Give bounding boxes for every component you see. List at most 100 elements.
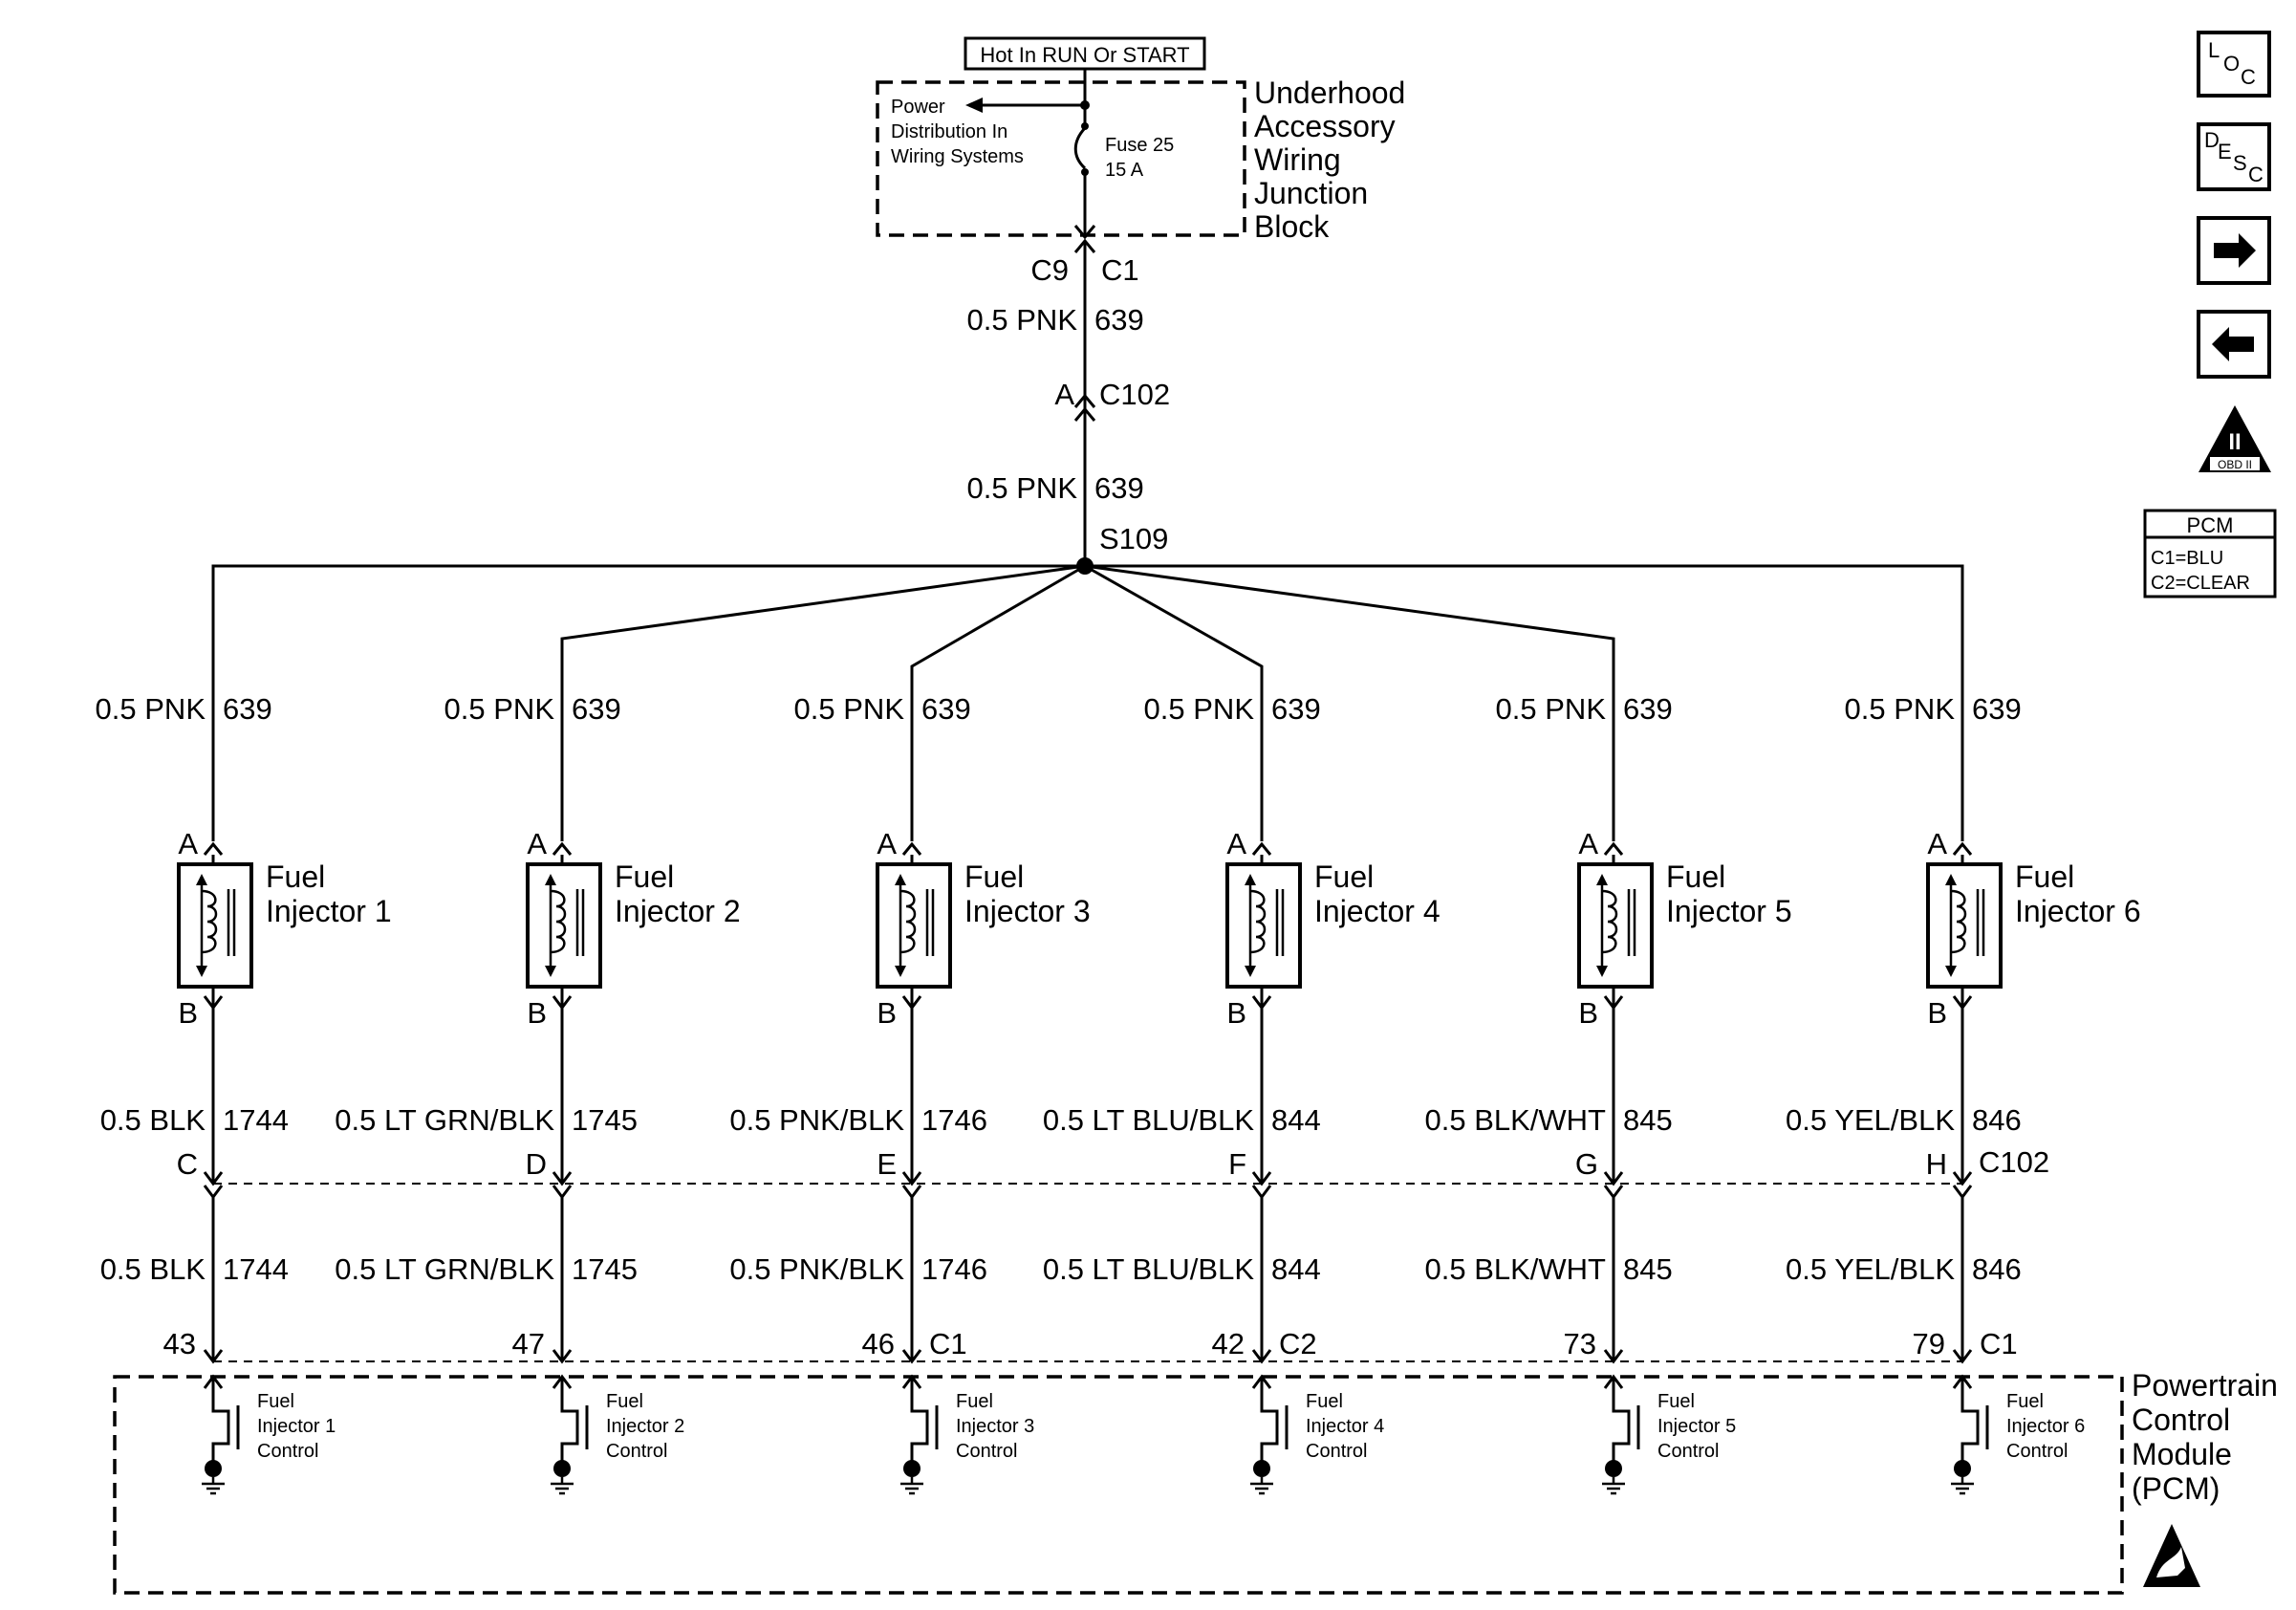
- injector-control-line-1: Fuel: [606, 1391, 643, 1412]
- ground-node: [1253, 1460, 1270, 1477]
- c102-pin-chevron: [552, 1185, 573, 1200]
- injector-control-line-2: Injector 3: [956, 1416, 1034, 1437]
- loc-letter-o: O: [2223, 52, 2240, 76]
- feed-wire-gauge: 0.5 PNK: [1845, 692, 1956, 726]
- pin-a-label: A: [1578, 827, 1598, 860]
- desc-letter-c: C: [2248, 163, 2264, 186]
- injector-name-line-2: Injector 2: [615, 894, 741, 928]
- pin-b-label: B: [1927, 996, 1947, 1030]
- pcm-boundary: [113, 1375, 2124, 1595]
- junction-block-boundary: [876, 80, 1246, 237]
- feed-wire-gauge: 0.5 PNK: [96, 692, 206, 726]
- pin-b-chevron: [1952, 995, 1973, 1011]
- c102-pin-chevron: [1603, 1185, 1624, 1200]
- ground-node: [1954, 1460, 1971, 1477]
- driver-switch-icon: [1260, 1379, 1279, 1461]
- injector-control-line-1: Fuel: [956, 1391, 993, 1412]
- obd-ii-icon[interactable]: II OBD II: [2199, 405, 2271, 472]
- back-arrow-icon[interactable]: [2197, 310, 2271, 379]
- pin-a-chevron: [1251, 841, 1272, 856]
- junction-block-line-1: Underhood: [1254, 76, 1405, 110]
- pcm-legend-title: PCM: [2187, 513, 2234, 537]
- injector-name-line-2: Injector 3: [964, 894, 1091, 928]
- fuse-label-1: Fuse 25: [1105, 135, 1174, 156]
- pin-b-chevron: [901, 995, 922, 1011]
- pcm-connector-label: C2: [1279, 1327, 1317, 1360]
- connector-c1-label: C1: [1101, 253, 1139, 287]
- ground-node: [553, 1460, 571, 1477]
- injector-control-line-1: Fuel: [257, 1391, 294, 1412]
- pin-a-label: A: [1927, 827, 1947, 860]
- coil-icon: [201, 889, 218, 954]
- pcm-pin-chevron: [1603, 1349, 1624, 1364]
- loc-letter-l: L: [2208, 38, 2220, 62]
- next-arrow-icon[interactable]: [2197, 216, 2271, 285]
- pcm-line-2: Control: [2132, 1403, 2230, 1437]
- ground-node: [1605, 1460, 1622, 1477]
- injector-control-line-3: Control: [956, 1441, 1017, 1462]
- desc-letter-e: E: [2218, 140, 2232, 163]
- junction-block-line-5: Block: [1254, 209, 1330, 244]
- control-wire-circuit-lower: 846: [1972, 1252, 2022, 1286]
- junction-block-line-2: Accessory: [1254, 109, 1396, 143]
- pcm-legend-line-2: C2=CLEAR: [2151, 573, 2250, 594]
- driver-switch-icon: [560, 1379, 579, 1461]
- feed-wire-circuit: 639: [1623, 692, 1673, 726]
- pin-b-label: B: [527, 996, 547, 1030]
- feed-wire-circuit: 639: [1972, 692, 2022, 726]
- feed-wire-gauge: 0.5 PNK: [1496, 692, 1607, 726]
- control-wire-circuit-lower: 1744: [223, 1252, 289, 1286]
- control-wire-circuit-upper: 845: [1623, 1103, 1673, 1137]
- c102-row-label: C102: [1979, 1145, 2049, 1179]
- injector-control-line-3: Control: [1657, 1441, 1719, 1462]
- injector-name-line-2: Injector 4: [1314, 894, 1440, 928]
- desc-icon[interactable]: D E S C: [2197, 122, 2271, 191]
- pcm-pin-number: 42: [1212, 1327, 1245, 1360]
- connector-c102-main-label: C102: [1099, 378, 1170, 411]
- pin-b-label: B: [877, 996, 897, 1030]
- desc-letter-d: D: [2204, 128, 2220, 152]
- power-distribution-line-3: Wiring Systems: [891, 146, 1024, 167]
- driver-switch-icon: [211, 1379, 230, 1461]
- feed-wire-circuit: 639: [921, 692, 971, 726]
- splice-s109-label: S109: [1099, 522, 1168, 555]
- pcm-line-3: Module: [2132, 1437, 2232, 1471]
- c102-pin-label: C: [177, 1147, 198, 1181]
- injector-control-line-3: Control: [606, 1441, 667, 1462]
- pcm-connector-label: C1: [929, 1327, 967, 1360]
- feed-fanout: [211, 564, 1964, 841]
- pcm-pin-number: 47: [512, 1327, 545, 1360]
- control-wire-circuit-upper: 1745: [572, 1103, 638, 1137]
- injector-name-line-1: Fuel: [266, 859, 325, 894]
- control-wire-gauge-upper: 0.5 LT GRN/BLK: [335, 1103, 554, 1137]
- fuse-label-2: 15 A: [1105, 160, 1144, 181]
- injector-control-line-1: Fuel: [1657, 1391, 1695, 1412]
- pin-a-chevron: [1952, 841, 1973, 856]
- pcm-pin-chevron: [1251, 1349, 1272, 1364]
- pcm-pin-chevron: [901, 1349, 922, 1364]
- feed-wire-gauge: 0.5 PNK: [444, 692, 555, 726]
- c102-pin-label: D: [526, 1147, 547, 1181]
- pcm-pin-number: 46: [862, 1327, 895, 1360]
- control-wire-circuit-lower: 844: [1271, 1252, 1321, 1286]
- c102-pin-chevron: [901, 1185, 922, 1200]
- injector-name-line-2: Injector 5: [1666, 894, 1792, 928]
- pin-a-label: A: [877, 827, 897, 860]
- connector-c9-c1: C9 C1: [1030, 225, 1139, 287]
- lower-wire-circuit: 639: [1094, 471, 1144, 505]
- upper-wire-circuit: 639: [1094, 303, 1144, 337]
- pin-a-label: A: [1226, 827, 1246, 860]
- power-distribution-line-2: Distribution In: [891, 121, 1007, 142]
- coil-icon: [550, 889, 567, 954]
- connector-a-label: A: [1054, 378, 1074, 411]
- loc-icon[interactable]: L O C: [2197, 31, 2271, 98]
- pin-a-chevron: [1603, 841, 1624, 856]
- control-wire-gauge-lower: 0.5 BLK: [100, 1252, 206, 1286]
- control-wire-gauge-upper: 0.5 BLK: [100, 1103, 206, 1137]
- driver-switch-icon: [910, 1379, 929, 1461]
- hot-in-run-text: Hot In RUN Or START: [980, 43, 1189, 67]
- pin-a-chevron: [901, 841, 922, 856]
